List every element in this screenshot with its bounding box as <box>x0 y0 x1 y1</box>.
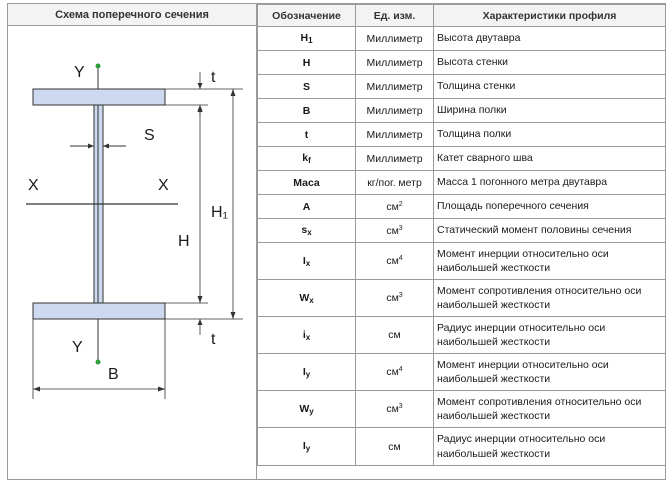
designation-cell: Wx <box>257 279 356 317</box>
unit-cell: см3 <box>355 279 434 317</box>
characteristic-cell: Толщина полки <box>433 122 666 147</box>
designation-cell: kf <box>257 146 356 171</box>
unit-cell: см4 <box>355 353 434 391</box>
designation-cell: Ix <box>257 242 356 280</box>
designation-cell: Wy <box>257 390 356 428</box>
profile-table-frame: Схема поперечного сечения <box>7 3 666 480</box>
characteristic-cell: Площадь поперечного сечения <box>433 194 666 219</box>
characteristic-cell: Толщина стенки <box>433 74 666 99</box>
scheme-header: Схема поперечного сечения <box>8 4 256 26</box>
label-t-bottom: t <box>211 331 216 348</box>
label-h: H <box>178 233 190 250</box>
characteristic-cell: Высота стенки <box>433 50 666 75</box>
profile-characteristics-table: Обозначение Ед. изм. Характеристики проф… <box>257 4 666 466</box>
unit-cell: см3 <box>355 390 434 428</box>
designation-cell: H <box>257 50 356 75</box>
characteristic-cell: Момент инерции относительно оси наибольш… <box>433 353 666 391</box>
designation-cell: Iy <box>257 353 356 391</box>
designation-header: Обозначение <box>257 4 356 27</box>
label-y-top: Y <box>74 64 85 81</box>
characteristic-cell: Ширина полки <box>433 98 666 123</box>
label-t-top: t <box>211 69 216 86</box>
characteristic-cell: Катет сварного шва <box>433 146 666 171</box>
designation-cell: t <box>257 122 356 147</box>
designation-cell: Iy <box>257 427 356 466</box>
unit-cell: см <box>355 316 434 354</box>
cross-section-column: Схема поперечного сечения <box>8 4 257 479</box>
characteristic-cell: Момент сопротивления относительно оси на… <box>433 390 666 428</box>
characteristic-cell: Радиус инерции относительно оси наибольш… <box>433 427 666 466</box>
unit-cell: см2 <box>355 194 434 219</box>
designation-cell: S <box>257 74 356 99</box>
characteristic-cell: Радиус инерции относительно оси наибольш… <box>433 316 666 354</box>
unit-cell: Миллиметр <box>355 98 434 123</box>
unit-cell: Миллиметр <box>355 26 434 51</box>
characteristic-cell: Масса 1 погонного метра двутавра <box>433 170 666 195</box>
i-beam-diagram: Y t S X X H₁ H t Y B <box>26 63 243 399</box>
characteristic-cell: Высота двутавра <box>433 26 666 51</box>
label-x-left: X <box>28 177 39 194</box>
characteristics-header: Характеристики профиля <box>433 4 666 27</box>
label-b: B <box>108 366 119 383</box>
characteristic-cell: Статический момент половины сечения <box>433 218 666 243</box>
label-h1: H₁ <box>211 204 228 221</box>
top-flange <box>32 88 166 106</box>
unit-cell: Миллиметр <box>355 122 434 147</box>
unit-cell: см4 <box>355 242 434 280</box>
label-x-right: X <box>158 177 169 194</box>
y-axis-top-point <box>95 63 101 69</box>
label-s: S <box>144 127 155 144</box>
unit-cell: кг/пог. метр <box>355 170 434 195</box>
characteristic-cell: Момент сопротивления относительно оси на… <box>433 279 666 317</box>
designation-cell: B <box>257 98 356 123</box>
designation-cell: Маса <box>257 170 356 195</box>
label-y-bottom: Y <box>72 339 83 356</box>
unit-cell: Миллиметр <box>355 146 434 171</box>
unit-header: Ед. изм. <box>355 4 434 27</box>
unit-cell: см3 <box>355 218 434 243</box>
designation-cell: ix <box>257 316 356 354</box>
designation-cell: sx <box>257 218 356 243</box>
unit-cell: см <box>355 427 434 466</box>
y-axis-bottom-point <box>95 359 101 365</box>
characteristic-cell: Момент инерции относительно оси наибольш… <box>433 242 666 280</box>
designation-cell: H1 <box>257 26 356 51</box>
unit-cell: Миллиметр <box>355 74 434 99</box>
bottom-flange <box>32 302 166 320</box>
designation-cell: A <box>257 194 356 219</box>
unit-cell: Миллиметр <box>355 50 434 75</box>
